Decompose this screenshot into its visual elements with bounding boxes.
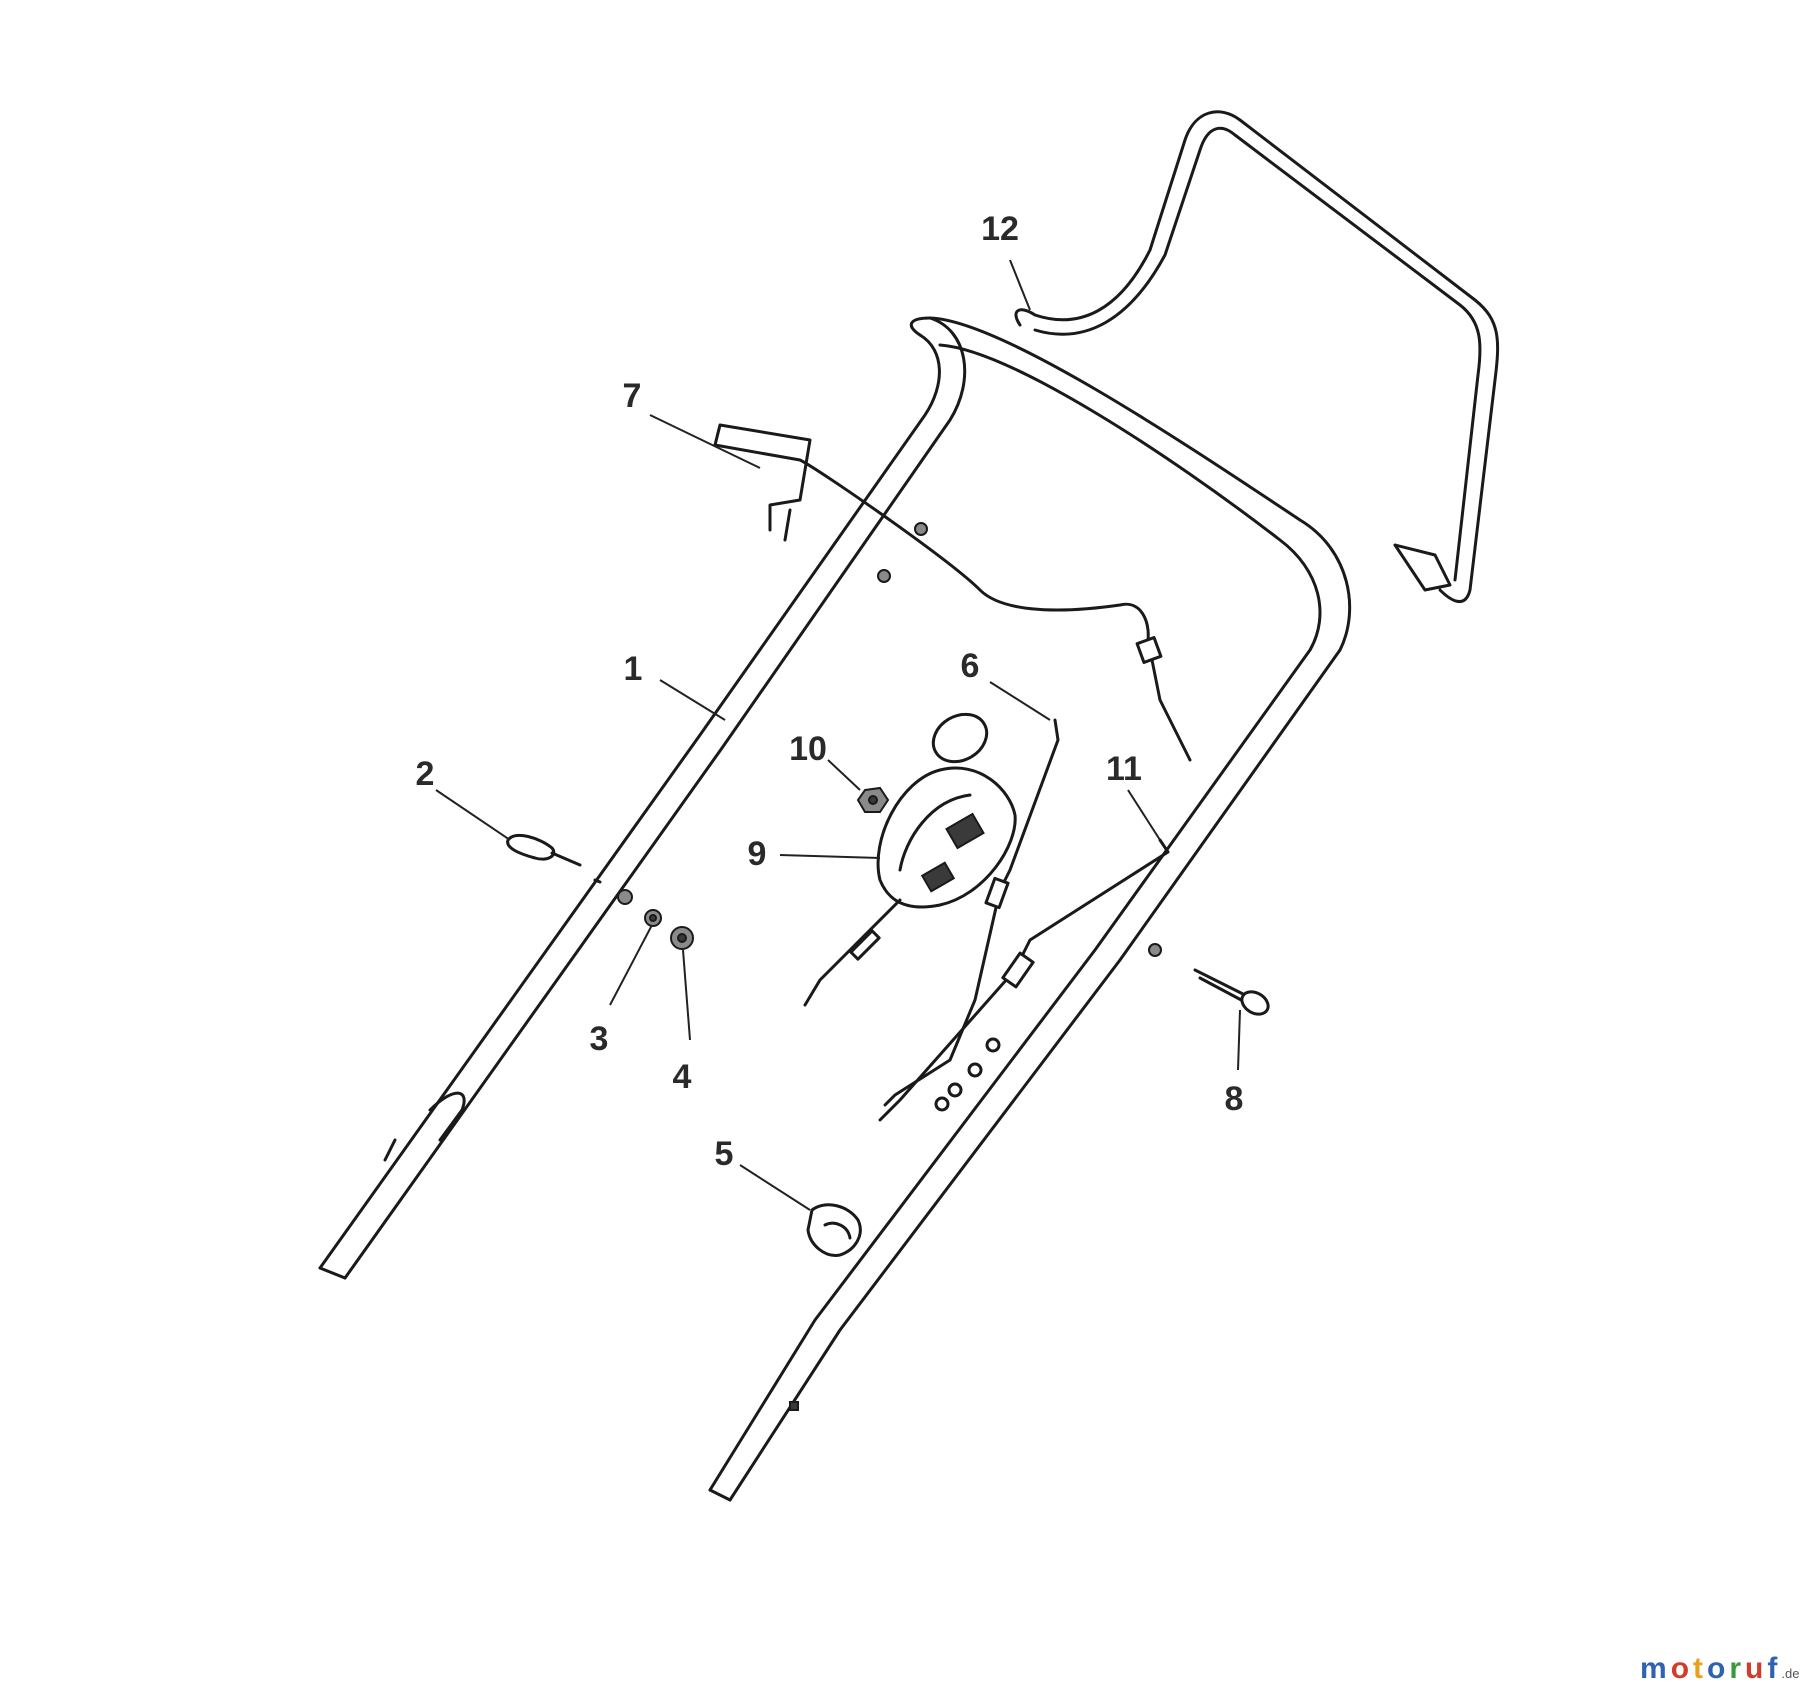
bolt-8 (1193, 968, 1270, 1016)
logo-letter: r (1729, 1652, 1741, 1685)
callout-4: 4 (673, 1058, 692, 1096)
nut-10 (856, 786, 890, 813)
callout-2: 2 (416, 755, 435, 793)
callout-1: 1 (624, 650, 643, 688)
logo-letter: f (1767, 1652, 1778, 1685)
cables (878, 718, 1170, 1122)
callout-6: 6 (961, 647, 980, 685)
callout-11: 11 (1106, 750, 1142, 788)
callout-labels: 1 2 3 4 5 6 7 8 9 10 11 12 (416, 210, 1244, 1173)
pin-2 (506, 834, 602, 884)
callout-12: 12 (981, 210, 1019, 248)
throttle-control (803, 712, 1017, 1007)
upper-bail (1014, 110, 1500, 603)
logo-letter: u (1745, 1652, 1763, 1685)
logo-letter: t (1693, 1652, 1703, 1685)
callout-5: 5 (715, 1135, 734, 1173)
logo-letter: m (1640, 1652, 1667, 1685)
handle-frame (318, 316, 1352, 1502)
clip-5 (806, 1203, 862, 1257)
svg-text:m o t o: m o t o r u f .de (1640, 1652, 1799, 1685)
washers (644, 909, 694, 950)
logo-tld: .de (1781, 1666, 1799, 1681)
callout-10: 10 (789, 730, 827, 768)
leader-lines (435, 259, 1241, 1211)
callout-8: 8 (1225, 1080, 1244, 1118)
control-rod (713, 423, 1192, 762)
logo-letter: o (1671, 1652, 1689, 1685)
callout-7: 7 (623, 377, 642, 415)
callout-9: 9 (748, 835, 767, 873)
callout-3: 3 (590, 1020, 609, 1058)
logo-letter: o (1707, 1652, 1725, 1685)
motoruf-logo: m o t o r u f .de (1640, 1652, 1799, 1685)
